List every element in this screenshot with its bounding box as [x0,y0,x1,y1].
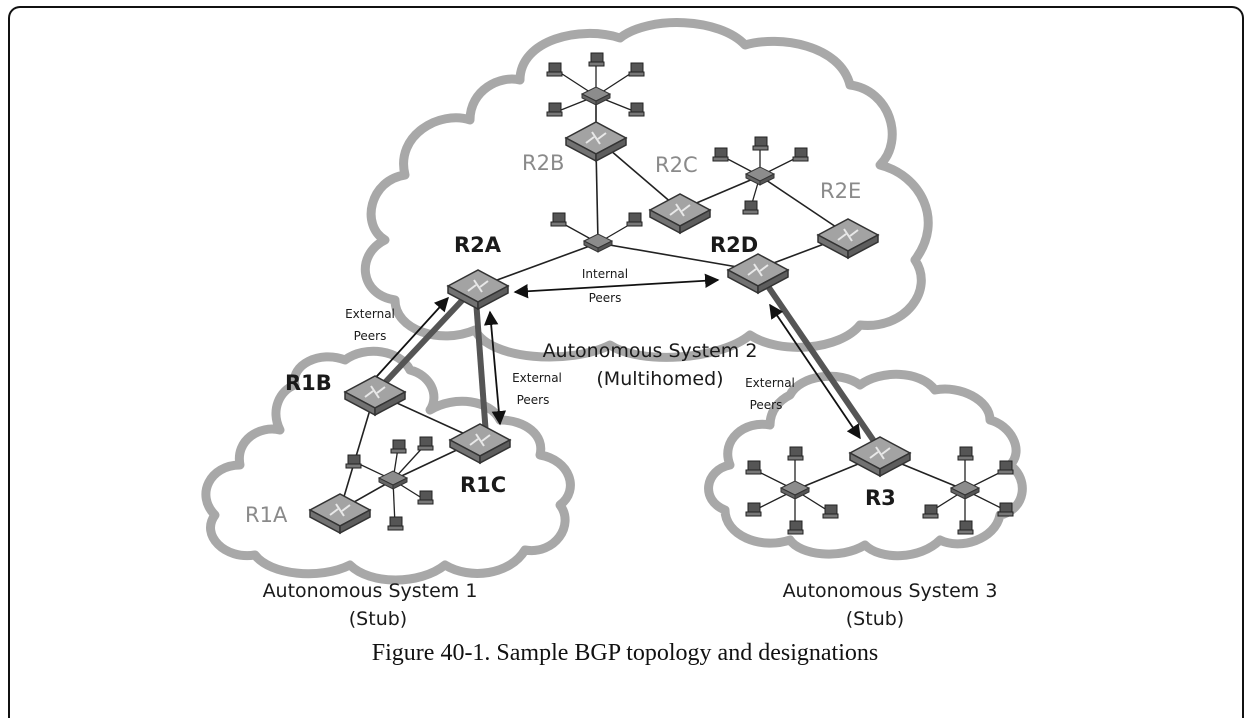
router-r2e-icon [817,218,879,259]
internal-peers-label-1: Internal [582,267,628,281]
pc-icon [628,102,645,117]
pc-icon [390,439,407,454]
as3-right-lan [922,446,1014,535]
as3-left-lan [745,446,839,535]
label-r1c: R1C [460,473,506,497]
pc-icon [417,436,434,451]
pc-icon [745,502,762,517]
label-r2b: R2B [522,151,564,175]
as2-name: Autonomous System 2 [543,340,758,362]
pc-icon [626,212,643,227]
as1-lan [345,436,434,531]
external-peers-mid-label-2: Peers [517,393,550,407]
label-r2a: R2A [454,233,502,257]
bgp-topology-diagram: R2B R2C R2E R2A R2D R1B R1C R1A R3 Inter… [201,18,1027,630]
external-peers-right-label-1: External [745,376,795,390]
figure-frame [8,6,1244,718]
pc-icon [387,516,404,531]
pc-icon [550,212,567,227]
external-peers-mid-label-1: External [512,371,562,385]
pc-icon [752,136,769,151]
pc-icon [957,446,974,461]
internal-peers-label-2: Peers [589,291,622,305]
label-r1a: R1A [245,503,288,527]
pc-icon [822,504,839,519]
router-r1b-icon [344,375,406,416]
as3-cloud [704,369,1027,561]
as1-name: Autonomous System 1 [263,580,478,602]
pc-icon [345,454,362,469]
pc-icon [588,52,605,67]
pc-icon [417,490,434,505]
pc-icon [792,147,809,162]
external-peers-left-label-1: External [345,307,395,321]
as2-top-lan [546,52,645,117]
pc-icon [997,460,1014,475]
pc-icon [546,62,563,77]
router-r3-icon [849,436,911,477]
as1-type: (Stub) [349,608,407,630]
label-r2e: R2E [820,179,861,203]
label-r2c: R2C [655,153,698,177]
label-r2d: R2D [710,233,758,257]
pc-icon [712,147,729,162]
external-peers-right-label-2: Peers [750,398,783,412]
pc-icon [742,200,759,215]
pc-icon [745,460,762,475]
as2-links [477,98,849,288]
router-r1c-icon [449,423,511,464]
label-r1b: R1B [285,371,332,395]
figure-caption: Figure 40-1. Sample BGP topology and des… [371,640,879,666]
pc-icon [997,502,1014,517]
router-r2d-icon [727,253,789,294]
external-links [375,280,881,449]
pc-icon [546,102,563,117]
as3-type: (Stub) [846,608,904,630]
pc-icon [628,62,645,77]
pc-icon [787,520,804,535]
as2-type: (Multihomed) [596,368,723,390]
as2-cloud [360,18,933,362]
external-peers-left-label-2: Peers [354,329,387,343]
as3-name: Autonomous System 3 [783,580,998,602]
pc-icon [787,446,804,461]
as2-center-lan [550,212,643,253]
pc-icon [957,520,974,535]
label-r3: R3 [865,486,896,510]
router-r2c-icon [649,193,711,234]
router-r1a-icon [309,493,371,534]
pc-icon [922,504,939,519]
as2-right-lan [712,136,809,215]
